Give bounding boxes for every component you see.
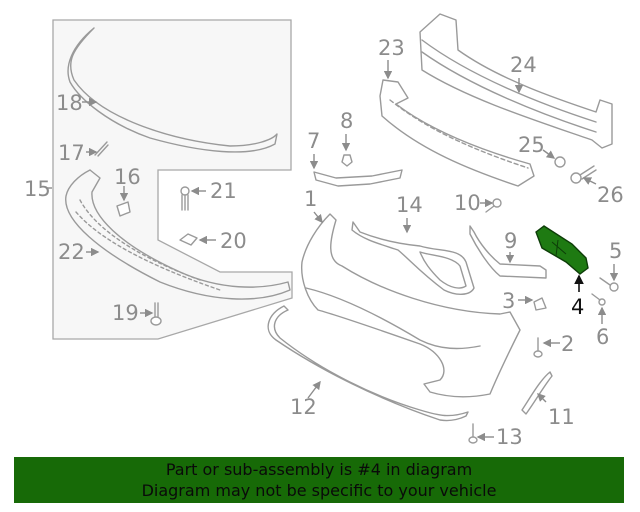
callout-26[interactable]: 26 xyxy=(597,183,624,207)
callout-4-highlighted[interactable]: 4 xyxy=(571,295,584,319)
part-14-grille-bezel[interactable] xyxy=(351,221,475,295)
part-21-bolt[interactable] xyxy=(180,186,190,211)
part-8-clip[interactable] xyxy=(341,154,353,167)
callout-9[interactable]: 9 xyxy=(504,229,517,253)
part-7-bracket[interactable] xyxy=(313,169,403,187)
callout-22[interactable]: 22 xyxy=(58,240,85,264)
part-26-bolt[interactable] xyxy=(570,165,597,184)
part-19-screw[interactable] xyxy=(150,302,162,326)
leader-lines xyxy=(47,60,619,442)
callout-13[interactable]: 13 xyxy=(496,425,523,449)
part-5-screw[interactable] xyxy=(599,277,619,292)
part-11-side-trim[interactable] xyxy=(521,371,553,415)
part-4-bracket-highlighted[interactable] xyxy=(535,225,589,275)
callout-11[interactable]: 11 xyxy=(548,405,575,429)
callout-5[interactable]: 5 xyxy=(609,239,622,263)
part-6-screw[interactable] xyxy=(591,293,606,306)
part-16-clip[interactable] xyxy=(116,201,131,217)
callout-15[interactable]: 15 xyxy=(24,177,51,201)
part-12-lower-lip[interactable] xyxy=(267,305,469,422)
part-9-bracket[interactable] xyxy=(469,225,547,279)
part-10-screw[interactable] xyxy=(485,198,502,213)
part-2-screw[interactable] xyxy=(533,337,543,358)
callout-17[interactable]: 17 xyxy=(58,141,85,165)
callout-14[interactable]: 14 xyxy=(396,193,423,217)
callout-20[interactable]: 20 xyxy=(220,229,247,253)
callout-18[interactable]: 18 xyxy=(56,91,83,115)
part-23-energy-absorber[interactable] xyxy=(379,79,535,187)
callout-24[interactable]: 24 xyxy=(510,53,537,77)
part-18-upper-strip[interactable] xyxy=(67,27,278,153)
callout-25[interactable]: 25 xyxy=(518,133,545,157)
part-13-screw[interactable] xyxy=(468,423,478,444)
part-3-clip[interactable] xyxy=(533,297,547,311)
callout-19[interactable]: 19 xyxy=(112,301,139,325)
callout-23[interactable]: 23 xyxy=(378,36,405,60)
callout-3[interactable]: 3 xyxy=(502,289,515,313)
callout-6[interactable]: 6 xyxy=(596,325,609,349)
callout-8[interactable]: 8 xyxy=(340,109,353,133)
part-22-lower-bracket[interactable] xyxy=(65,169,291,300)
callout-7[interactable]: 7 xyxy=(307,129,320,153)
part-24-reinforcement-beam[interactable] xyxy=(419,13,613,149)
callout-1[interactable]: 1 xyxy=(304,187,317,211)
part-20-clip-nut[interactable] xyxy=(179,233,198,246)
disclaimer-banner: Part or sub-assembly is #4 in diagram Di… xyxy=(14,457,624,503)
callout-10[interactable]: 10 xyxy=(454,191,481,215)
callout-16[interactable]: 16 xyxy=(114,165,141,189)
callout-2[interactable]: 2 xyxy=(561,332,574,356)
subassembly-panel xyxy=(52,19,293,340)
parts-diagram: 18 17 15 16 21 20 22 19 23 24 8 7 25 26 … xyxy=(24,13,624,449)
diagram-disclaimer-text: Diagram may not be specific to your vehi… xyxy=(141,481,497,500)
callout-labels: 18 17 15 16 21 20 22 19 23 24 8 7 25 26 … xyxy=(24,36,624,449)
part-1-bumper-cover[interactable] xyxy=(301,213,521,398)
part-indicator-text: Part or sub-assembly is #4 in diagram xyxy=(165,460,473,479)
callout-12[interactable]: 12 xyxy=(290,395,317,419)
callout-21[interactable]: 21 xyxy=(210,179,237,203)
part-25-nut[interactable] xyxy=(554,156,566,168)
